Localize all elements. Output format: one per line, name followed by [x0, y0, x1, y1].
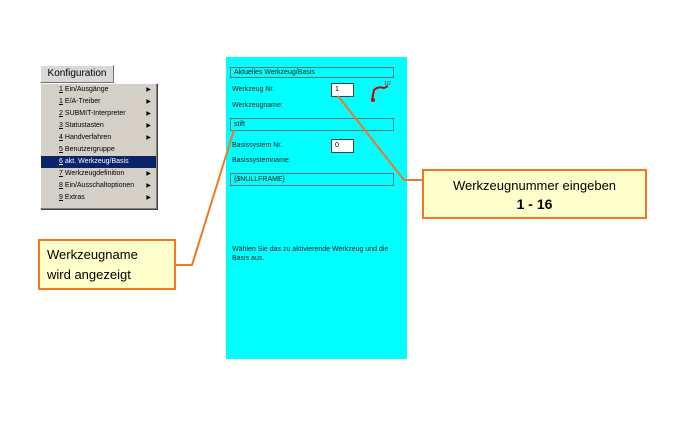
menu-item-label: SUBMIT-Interpreter: [64, 110, 126, 117]
menu-item-number: 2: [59, 110, 63, 117]
submenu-arrow-icon: ▶: [146, 135, 151, 141]
submenu-arrow-icon: ▶: [146, 183, 151, 189]
panel-title: Aktuelles Werkzeug/Basis: [230, 67, 394, 78]
callout-text-line2: wird angezeigt: [47, 267, 131, 282]
panel-hint-text: Wählen Sie das zu aktivierende Werkzeug …: [232, 246, 389, 262]
menu-item-label: Extras: [64, 194, 85, 201]
tool-name-field: stift: [230, 118, 394, 131]
menu-item-label: Benutzergruppe: [64, 146, 115, 153]
menu-item-label: Ein/Ausgänge: [64, 86, 109, 93]
tool-base-panel: [226, 57, 407, 359]
menu-item-number: 5: [59, 146, 63, 153]
menu-item-number: 7: [59, 170, 63, 177]
submenu-arrow-icon: ▶: [146, 123, 151, 129]
menu-item-number: 1: [59, 86, 63, 93]
base-name-label: Basissystemname:: [232, 157, 291, 164]
tool-name-label: Werkzeugname:: [232, 102, 283, 109]
submenu-arrow-icon: ▶: [146, 87, 151, 93]
submenu-arrow-icon: ▶: [146, 195, 151, 201]
submenu-arrow-icon: ▶: [146, 171, 151, 177]
callout-text-line1: Werkzeugnummer eingeben: [452, 178, 617, 193]
base-nr-input[interactable]: 0: [331, 139, 354, 153]
base-name-field: {$NULLFRAME}: [230, 173, 394, 186]
callout-range-text: 1 - 16: [516, 196, 553, 212]
pen-tool-icon: [371, 85, 389, 102]
tool-icon: 1/2: [368, 81, 394, 102]
menu-item-number: 1: [59, 98, 63, 105]
menu-item-label: akt. Werkzeug/Basis: [64, 158, 129, 165]
submenu-arrow-icon: ▶: [146, 111, 151, 117]
menu-item-number: 4: [59, 134, 63, 141]
menu-item-number: 6: [59, 158, 63, 165]
tool-icon-label: 1/2: [384, 81, 391, 87]
menu-item-label: Statustasten: [64, 122, 104, 129]
menu-item-label: Ein/Ausschaltoptionen: [64, 182, 135, 189]
menu-item-label: E/A-Treiber: [64, 98, 101, 105]
base-nr-label: Basissystem Nr.: [232, 142, 283, 149]
tool-nr-label: Werkzeug Nr.: [232, 86, 275, 93]
menu-item-label: Handverfahren: [64, 134, 112, 141]
menu-item-number: 9: [59, 194, 63, 201]
konfiguration-menu-button[interactable]: Konfiguration: [40, 65, 114, 83]
tool-number-callout: Werkzeugnummer eingeben 1 - 16: [422, 169, 647, 219]
callout-text-line1: Werkzeugname: [47, 247, 138, 262]
menu-item-number: 3: [59, 122, 63, 129]
menu-item-number: 8: [59, 182, 63, 189]
menu-item-label: Werkzeugdefinition: [64, 170, 125, 177]
tool-nr-input[interactable]: 1: [331, 83, 354, 97]
tool-name-callout: Werkzeugname wird angezeigt: [38, 239, 176, 290]
submenu-arrow-icon: ▶: [146, 99, 151, 105]
